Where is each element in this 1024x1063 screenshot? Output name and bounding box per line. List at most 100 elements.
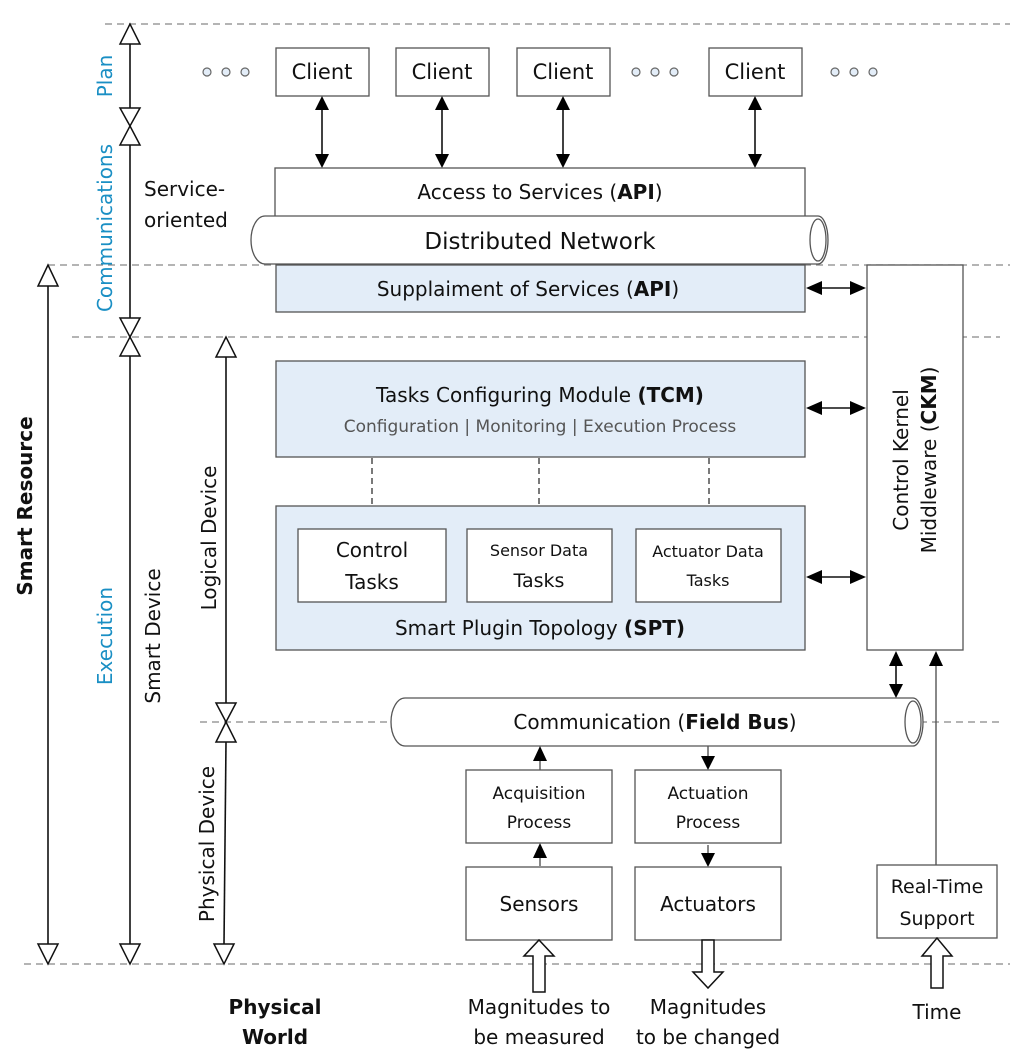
magnitudes-changed-label-2: to be changed xyxy=(636,1025,780,1049)
time-label: Time xyxy=(912,1000,962,1024)
arrow-down-icon xyxy=(36,943,60,966)
scope-label-smart-device: Smart Device xyxy=(141,568,165,703)
actuation-label-2: Process xyxy=(676,813,741,833)
ckm-label-2: Middleware (CKM) xyxy=(917,367,941,554)
arrow-down-icon xyxy=(889,684,903,698)
ellipsis-dots-middle xyxy=(631,67,679,77)
ckm-label-1: Control Kernel xyxy=(889,389,913,530)
client-label: Client xyxy=(292,60,353,84)
ckm-vertical-arrows xyxy=(889,651,943,865)
actuation-label-1: Actuation xyxy=(667,784,748,804)
client-box: Client xyxy=(275,47,370,97)
arrow-left-icon xyxy=(806,570,822,584)
arrow-up-icon xyxy=(36,263,60,287)
time-input-arrow xyxy=(920,936,954,989)
scope-label-physical-device: Physical Device xyxy=(195,766,219,922)
arrow-down-icon xyxy=(435,154,449,168)
magnitudes-changed-label-1: Magnitudes xyxy=(650,995,766,1019)
ckm-link-arrows xyxy=(806,281,866,584)
distributed-network-label: Distributed Network xyxy=(424,229,656,255)
arrow-up-icon xyxy=(435,96,449,110)
arrow-right-icon xyxy=(850,570,866,584)
tcm-title: Tasks Configuring Module (TCM) xyxy=(375,383,704,407)
rt-label-1: Real-Time xyxy=(891,876,984,898)
arrow-left-icon xyxy=(806,281,822,295)
arrow-down-icon xyxy=(212,943,236,966)
supply-services-box xyxy=(275,264,806,313)
phase-axis xyxy=(118,22,142,966)
arrow-up-icon xyxy=(889,651,903,666)
arrow-down-icon xyxy=(315,154,329,168)
arrow-up-icon xyxy=(929,651,943,666)
arrow-down-icon xyxy=(118,107,142,128)
arrow-left-icon xyxy=(806,401,822,415)
measured-input-arrow xyxy=(522,938,556,993)
physical-world-label-2: World xyxy=(242,1025,308,1049)
arrow-up-icon xyxy=(315,96,329,110)
access-services-box xyxy=(274,167,806,219)
magnitudes-measured-label-2: be measured xyxy=(473,1025,604,1049)
tcm-box xyxy=(275,360,806,458)
arrow-down-icon xyxy=(701,756,715,770)
acquisition-label-2: Process xyxy=(507,813,572,833)
arrow-right-icon xyxy=(850,281,866,295)
arrow-up-icon xyxy=(214,335,238,358)
client-api-arrows xyxy=(315,96,762,168)
arrow-down-icon xyxy=(748,154,762,168)
task-label: Actuator Data xyxy=(652,542,764,561)
arrow-up-icon xyxy=(118,335,142,357)
sensors-label: Sensors xyxy=(500,892,579,916)
process-arrows xyxy=(533,746,715,867)
changed-output-arrow xyxy=(691,939,725,990)
client-box: Client xyxy=(395,47,490,97)
distributed-network-pipe xyxy=(250,215,829,265)
task-box-sensor-data: Sensor Data Tasks xyxy=(466,528,613,603)
task-label: Control xyxy=(336,538,408,562)
block-arrow-up-icon xyxy=(522,938,556,993)
acquisition-process-box: Acquisition Process xyxy=(465,769,613,844)
service-oriented-label-2: oriented xyxy=(144,208,228,232)
task-label: Tasks xyxy=(686,571,730,590)
arrow-up-icon xyxy=(214,720,238,743)
arrow-down-icon xyxy=(701,853,715,867)
arrow-up-icon xyxy=(118,124,142,146)
scope-label-smart-resource: Smart Resource xyxy=(13,416,37,595)
arrow-up-icon xyxy=(118,22,142,45)
arrow-down-icon xyxy=(556,154,570,168)
client-label: Client xyxy=(725,60,786,84)
task-label: Sensor Data xyxy=(490,541,588,560)
block-arrow-down-icon xyxy=(691,939,725,990)
arrow-up-icon xyxy=(556,96,570,110)
phase-label-communications: Communications xyxy=(93,144,117,312)
arrow-up-icon xyxy=(533,746,547,761)
client-label: Client xyxy=(412,60,473,84)
ellipsis-dots-right xyxy=(830,67,878,77)
phase-label-execution: Execution xyxy=(93,587,117,685)
smart-resource-axis xyxy=(36,263,60,966)
client-label: Client xyxy=(533,60,594,84)
client-box: Client xyxy=(516,47,611,97)
sensors-box: Sensors xyxy=(465,866,613,941)
block-arrow-up-icon xyxy=(920,936,954,989)
phase-label-plan: Plan xyxy=(93,55,117,98)
arrow-right-icon xyxy=(850,401,866,415)
supply-services-label: Supplaiment of Services (API) xyxy=(377,277,679,301)
device-axis xyxy=(212,335,238,966)
arrow-down-icon xyxy=(118,317,142,339)
ellipsis-dots-left xyxy=(202,67,250,77)
access-services-label: Access to Services (API) xyxy=(417,180,662,204)
spt-title: Smart Plugin Topology (SPT) xyxy=(395,616,685,640)
physical-world-label-1: Physical xyxy=(229,995,322,1019)
actuators-label: Actuators xyxy=(660,892,756,916)
scope-label-logical-device: Logical Device xyxy=(197,466,221,611)
acquisition-label-1: Acquisition xyxy=(492,784,585,804)
arrow-down-icon xyxy=(118,943,142,966)
task-box-control: Control Tasks xyxy=(297,528,447,603)
arrow-up-icon xyxy=(748,96,762,110)
client-box: Client xyxy=(708,47,803,97)
arrow-down-icon xyxy=(214,702,238,724)
actuators-box: Actuators xyxy=(634,866,782,941)
field-bus-pipe xyxy=(390,697,924,747)
task-label: Tasks xyxy=(513,570,565,592)
